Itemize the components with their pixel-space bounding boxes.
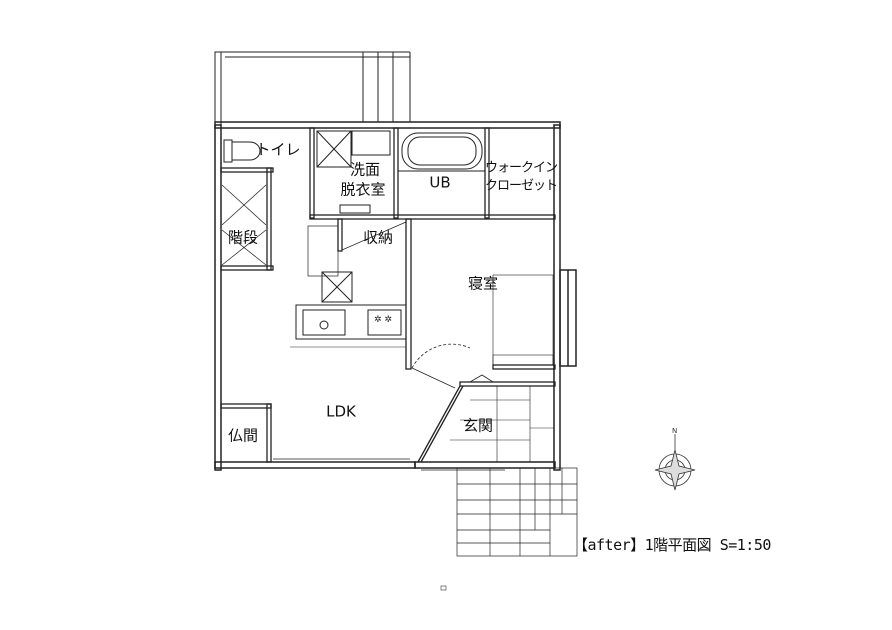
kitchen-counter: ✲ ✲: [290, 271, 407, 348]
room-label-butsuma: 仏間: [227, 426, 259, 445]
storage-fixture: [307, 221, 407, 277]
room-label-closet: クローゼット: [484, 178, 558, 194]
balcony: [214, 51, 411, 126]
bathtub: [398, 132, 485, 172]
room-label-entrance: 玄関: [462, 416, 494, 435]
room-label-washroom: 洗面: [349, 160, 381, 179]
porch-steps: [456, 467, 578, 557]
washroom-fixtures: [316, 130, 391, 214]
windows: [273, 458, 505, 471]
room-label-stairs: 階段: [227, 228, 259, 247]
room-label-toilet: トイレ: [255, 140, 301, 159]
room-label-ldk: LDK: [326, 402, 356, 421]
room-label-bedroom: 寝室: [467, 274, 499, 293]
plan-title: 【after】1階平面図 S=1:50: [573, 536, 771, 554]
room-label-walkin: ウォークイン: [484, 160, 558, 176]
bed: [492, 274, 554, 366]
toilet-fixture: [223, 139, 261, 163]
compass-icon: [654, 434, 696, 491]
svg-text:✲ ✲: ✲ ✲: [374, 315, 392, 325]
room-label-dressing: 脱衣室: [340, 180, 386, 199]
stairs: [221, 184, 267, 266]
compass-north-label: N: [672, 427, 677, 435]
door-swing: [411, 343, 494, 389]
entrance-tiles: [450, 385, 555, 463]
room-label-bath: UB: [429, 173, 451, 192]
interior-walls: [220, 127, 556, 463]
room-label-storage: 収納: [362, 228, 394, 247]
